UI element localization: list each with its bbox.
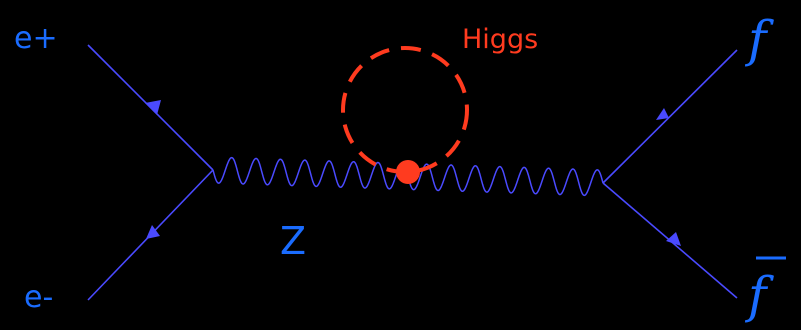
higgs-vertex-dot bbox=[396, 160, 420, 184]
antifermion-arrow bbox=[666, 232, 681, 246]
fermion-label: f bbox=[744, 10, 774, 68]
positron-arrow bbox=[145, 100, 161, 115]
z-boson-label: Z bbox=[280, 219, 306, 263]
positron-label: e+ bbox=[14, 21, 58, 56]
antifermion-label: f bbox=[744, 266, 774, 324]
electron-label: e- bbox=[24, 280, 53, 315]
fermion-arrow bbox=[656, 108, 669, 120]
electron-arrow bbox=[146, 225, 160, 239]
higgs-label: Higgs bbox=[462, 24, 538, 55]
higgs-loop bbox=[341, 46, 469, 174]
fermion-line bbox=[602, 49, 738, 184]
